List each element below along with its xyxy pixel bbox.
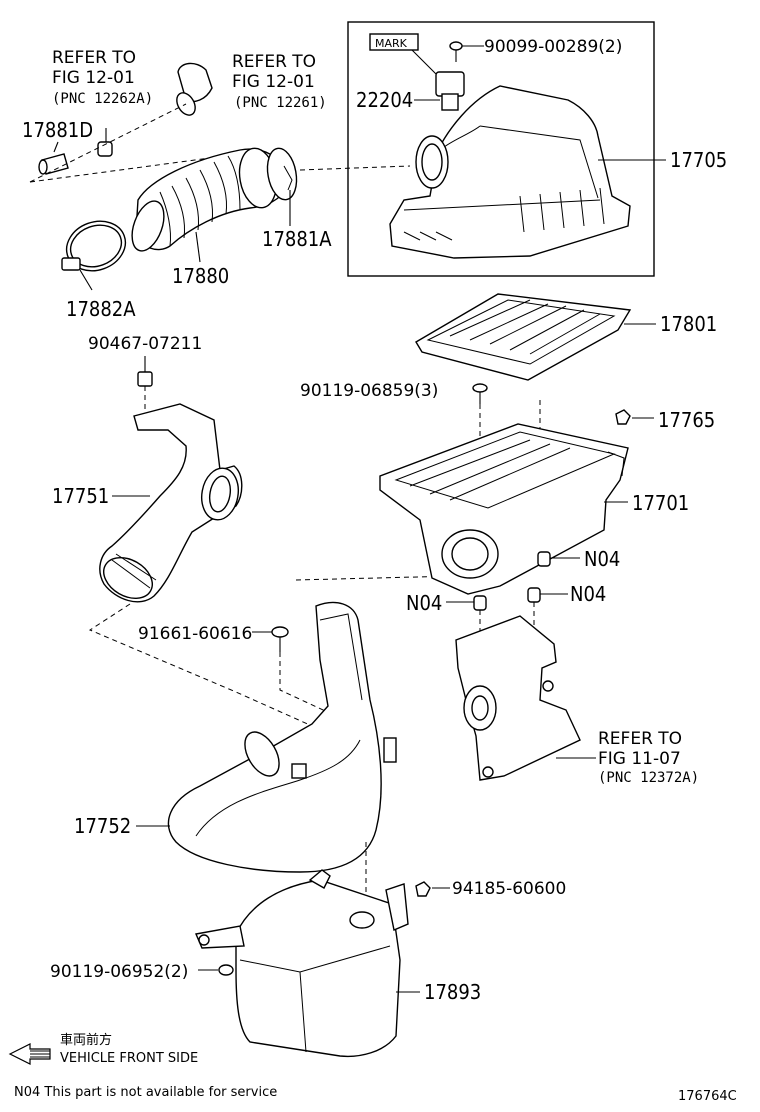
ref-right-pnc: (PNC 12372A) [598, 770, 699, 786]
part-label-17881D: 17881D [22, 118, 93, 142]
part-label-17705: 17705 [670, 148, 727, 172]
reference-label-right: REFER TO FIG 11-07 (PNC 12372A) [598, 729, 699, 786]
screw-90119-06952-drawing [198, 964, 234, 976]
grommet-label-N04: N04 [406, 591, 442, 615]
grommet-label-N04: N04 [584, 547, 620, 571]
assembly-line [29, 157, 211, 183]
availability-note: N04 This part is not available for servi… [14, 1085, 277, 1100]
ref-left-title2: FIG 12-01 [52, 68, 135, 88]
clip-17881D-drawing [38, 128, 113, 175]
part-label-90099-00289: 90099-00289(2) [484, 37, 622, 57]
grommet-label-N04: N04 [570, 582, 606, 606]
front-direction-arrow-icon [8, 1043, 51, 1065]
intake-pipe-17752-drawing [167, 601, 397, 873]
part-label-90119-06952: 90119-06952(2) [50, 962, 188, 982]
ref-right-title2: FIG 11-07 [598, 749, 681, 769]
ref-left-pnc: (PNC 12262A) [52, 91, 153, 107]
screw-90119-06859-drawing [472, 383, 488, 404]
part-label-90467-07211: 90467-07211 [88, 334, 202, 354]
ref-mid-title1: REFER TO [232, 52, 316, 72]
nut-94185-60600-drawing [415, 881, 450, 897]
air-cleaner-cap-17705-drawing [389, 85, 631, 259]
illustration-code: 176764C [678, 1089, 737, 1104]
part-label-17751: 17751 [52, 484, 109, 508]
part-label-17801: 17801 [660, 312, 717, 336]
mark-tag: MARK [369, 33, 441, 79]
resonator-17893-drawing [195, 869, 409, 1058]
ref-left-title1: REFER TO [52, 48, 136, 68]
part-label-17893: 17893 [424, 980, 481, 1004]
air-flow-meter-22204-drawing [414, 71, 465, 111]
hose-clamp-17882A-drawing [61, 220, 127, 272]
leader-line [79, 269, 93, 291]
screw-90099-00289-drawing [449, 41, 484, 62]
part-label-17880: 17880 [172, 264, 229, 288]
engine-mount-bracket-drawing [455, 615, 581, 781]
leader-line [195, 231, 201, 263]
part-label-91661-60616: 91661-60616 [138, 624, 252, 644]
air-cleaner-case-17701-drawing [379, 423, 629, 595]
part-label-17881A: 17881A [262, 227, 332, 251]
part-label-17752: 17752 [74, 814, 131, 838]
part-label-17882A: 17882A [66, 297, 136, 321]
part-label-17765: 17765 [658, 408, 715, 432]
assembly-box-17705 [347, 21, 655, 277]
ref-mid-title2: FIG 12-01 [232, 72, 315, 92]
assembly-line [29, 103, 187, 183]
mark-label: MARK [375, 37, 408, 50]
part-label-22204: 22204 [356, 88, 413, 112]
assembly-line [88, 603, 331, 735]
part-label-90119-06859: 90119-06859(3) [300, 381, 438, 401]
part-label-17701: 17701 [632, 491, 689, 515]
clip-90467-07211-drawing [137, 356, 153, 412]
front-side-label-jp: 車両前方 [60, 1032, 112, 1048]
ref-right-title1: REFER TO [598, 729, 682, 749]
part-label-94185-60600: 94185-60600 [452, 879, 566, 899]
air-hose-17880-drawing [131, 147, 298, 252]
intake-duct-17751-drawing [99, 403, 243, 603]
front-side-label-en: VEHICLE FRONT SIDE [60, 1051, 198, 1066]
bolt-91661-60616-drawing [252, 626, 337, 717]
ref-mid-pnc: (PNC 12261) [234, 95, 327, 111]
reference-label-left: REFER TO FIG 12-01 (PNC 12262A) [52, 48, 153, 107]
reference-label-mid: REFER TO FIG 12-01 (PNC 12261) [232, 52, 327, 111]
air-filter-element-17801-drawing [415, 293, 632, 381]
assembly-line [299, 165, 411, 171]
hose-stub-drawing [176, 62, 213, 116]
grommet-17765-drawing [615, 409, 654, 425]
